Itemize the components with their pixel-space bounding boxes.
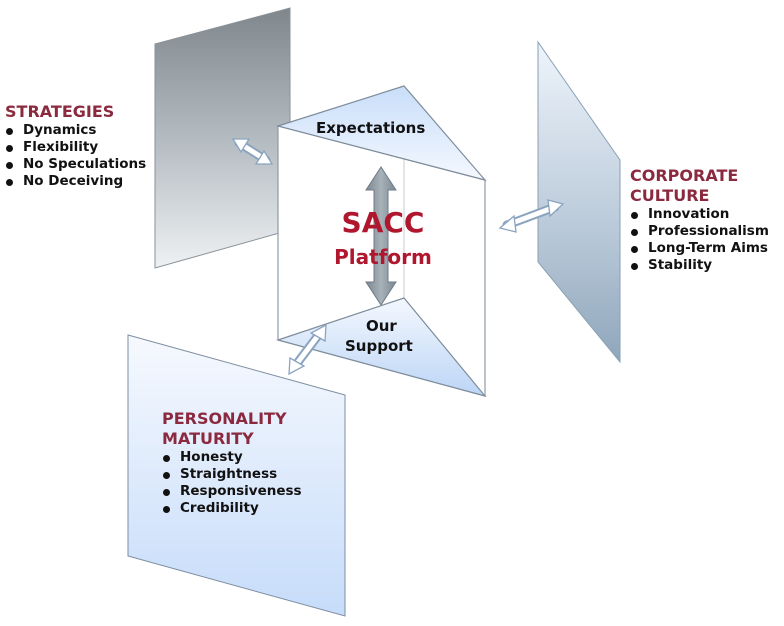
center-subtitle: Platform [334, 245, 432, 269]
personality-maturity-heading-line1: PERSONALITY [162, 409, 287, 428]
personality-connector-arrow [288, 323, 327, 376]
list-item: Honesty [162, 449, 302, 466]
personality-maturity-list: Honesty Straightness Responsiveness Cred… [162, 449, 302, 517]
list-item: Dynamics [5, 122, 146, 139]
personality-maturity-heading-line2: MATURITY [162, 429, 254, 448]
center-title: SACC [341, 206, 425, 239]
center-double-arrow [365, 166, 397, 306]
expectations-triangle [275, 85, 487, 182]
support-label-line2: Support [345, 337, 413, 355]
list-item: Professionalism [630, 223, 769, 240]
list-item: Credibility [162, 500, 302, 517]
list-item: Innovation [630, 206, 769, 223]
list-item: No Speculations [5, 156, 146, 173]
corporate-culture-heading-line1: CORPORATE [630, 166, 739, 185]
corporate-culture-list: Innovation Professionalism Long-Term Aim… [630, 206, 769, 274]
corporate-culture-panel [537, 40, 621, 364]
strategies-heading: STRATEGIES [5, 102, 115, 121]
list-item: Flexibility [5, 139, 146, 156]
expectations-label: Expectations [316, 119, 426, 137]
personality-maturity-panel [127, 334, 346, 617]
strategies-list: Dynamics Flexibility No Speculations No … [5, 122, 146, 190]
culture-connector-arrow [498, 199, 565, 233]
list-item: Responsiveness [162, 483, 302, 500]
corporate-culture-heading-line2: CULTURE [630, 186, 710, 205]
support-triangle [275, 297, 487, 398]
list-item: No Deceiving [5, 173, 146, 190]
strategies-panel [154, 7, 291, 269]
list-item: Stability [630, 257, 769, 274]
list-item: Straightness [162, 466, 302, 483]
list-item: Long-Term Aims [630, 240, 769, 257]
strategies-connector-arrow [231, 138, 274, 165]
support-label-line1: Our [366, 317, 397, 335]
